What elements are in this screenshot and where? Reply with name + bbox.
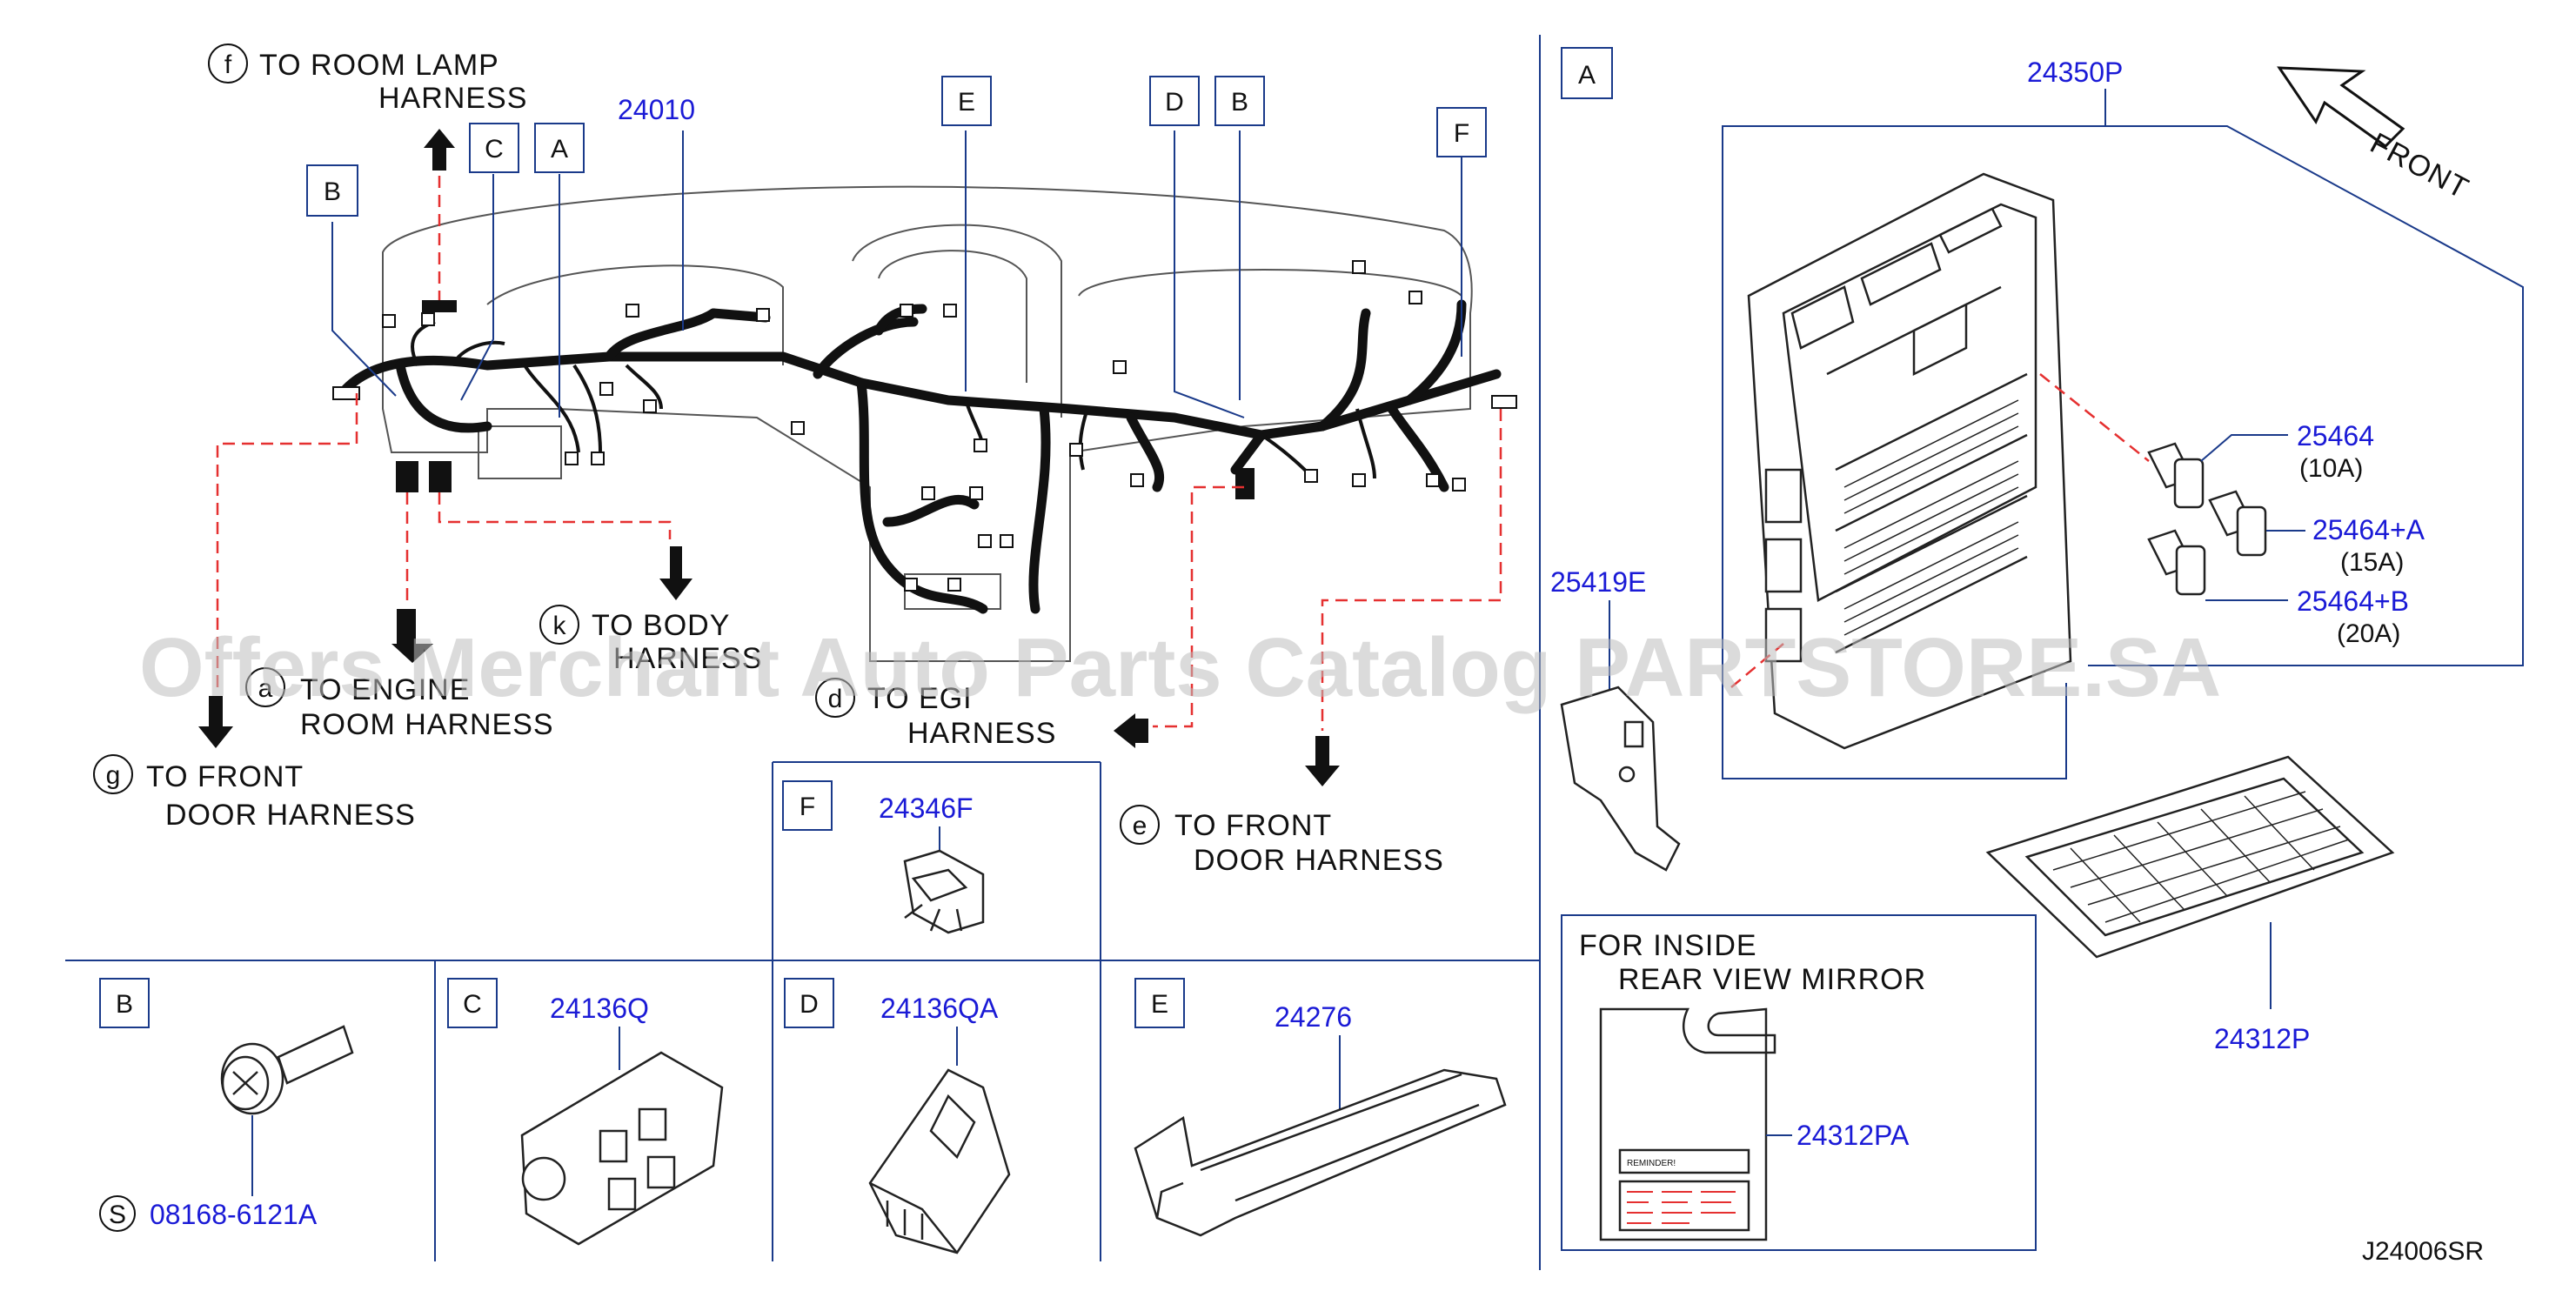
leader-25464 [2200, 434, 2288, 462]
fuse-block-illustration [1747, 172, 2072, 750]
part-08168-label[interactable]: 08168-6121A [150, 1199, 318, 1230]
ref-g-line2: DOOR HARNESS [165, 799, 416, 832]
front-arrow-icon [2277, 66, 2405, 148]
clip-24136Q-illustration [520, 1051, 724, 1246]
panel-e-box [1134, 978, 1185, 1028]
view-box-d-main[interactable]: D [1165, 88, 1184, 117]
harness-ref-d: d TO EGI HARNESS [815, 678, 1056, 750]
view-box-c-main[interactable]: C [485, 135, 504, 164]
panel-b-letter[interactable]: B [116, 990, 133, 1019]
part-24136Q-label[interactable]: 24136Q [550, 993, 649, 1024]
view-box-b-main[interactable]: B [324, 177, 341, 206]
harness-ref-f: f TO ROOM LAMP HARNESS [208, 43, 527, 115]
reminder-text: REMINDER! [1627, 1159, 1676, 1168]
part-24276-label[interactable]: 24276 [1275, 1001, 1352, 1033]
ref-e-line2: DOOR HARNESS [1194, 844, 1444, 877]
ref-letter-a: a [258, 674, 273, 703]
ref-f-line2: HARNESS [378, 82, 527, 115]
part-25419E-label[interactable]: 25419E [1550, 566, 1646, 598]
part-24346F-label[interactable]: 24346F [879, 793, 974, 824]
front-label: FRONT [2365, 127, 2474, 206]
fuse-block-slots [1843, 399, 2019, 636]
bracket-24276-illustration [1134, 1068, 1507, 1237]
mirror-note-line1: FOR INSIDE [1579, 929, 1757, 962]
ref-a-line1: TO ENGINE [300, 673, 470, 706]
harness-clamps [396, 300, 1255, 499]
panel-a-box [1561, 47, 1613, 99]
ref-g-line1: TO FRONT [146, 760, 304, 793]
view-box-b2-main[interactable]: B [1231, 88, 1248, 117]
part-25464B-amperage: (20A) [2337, 619, 2400, 648]
panel-d-letter[interactable]: D [800, 990, 819, 1019]
panel-c-letter[interactable]: C [463, 990, 482, 1019]
fuse-leader-red [2039, 373, 2150, 462]
wire-harness [338, 299, 1502, 614]
part-25464B-label[interactable]: 25464+B [2297, 585, 2409, 617]
part-25464-amperage: (10A) [2299, 454, 2363, 483]
screw-symbol-s: S [109, 1201, 126, 1229]
panel-dividers [65, 35, 1541, 1270]
red-leader-lines [216, 157, 1502, 731]
ref-letter-k: k [553, 612, 567, 640]
connectors [332, 260, 1517, 592]
mirror-note-frame [1561, 914, 2037, 1251]
part-24312PA-label[interactable]: 24312PA [1797, 1120, 1910, 1151]
part-24350P-label[interactable]: 24350P [2027, 57, 2123, 88]
part-25464A-amperage: (15A) [2340, 548, 2404, 577]
ref-letter-g: g [106, 761, 121, 790]
hang-tag-print-lines [1627, 1191, 1736, 1224]
ref-f-line1: TO ROOM LAMP [259, 49, 499, 82]
ref-k-line1: TO BODY [592, 609, 730, 642]
panel-d-box [784, 978, 834, 1028]
harness-ref-a: a TO ENGINE ROOM HARNESS [245, 667, 554, 741]
harness-ref-k: k TO BODY HARNESS [539, 605, 762, 675]
ref-letter-d: d [828, 685, 843, 713]
diagram-code: J24006SR [2362, 1237, 2484, 1266]
mirror-note-line2: REAR VIEW MIRROR [1618, 963, 1926, 996]
wire-branches [411, 320, 1376, 480]
panel-a-letter[interactable]: A [1578, 61, 1596, 90]
view-box-f-main[interactable]: F [1454, 119, 1469, 148]
view-box-e-main[interactable]: E [958, 88, 975, 117]
panel-c-box [447, 978, 498, 1028]
panel-f-letter[interactable]: F [800, 793, 815, 821]
ref-e-line1: TO FRONT [1174, 809, 1332, 842]
fuse-block-callout-frame [1722, 89, 2106, 779]
panel-f-box [782, 780, 833, 831]
view-letter-boxes [306, 76, 1487, 217]
fuse-block-callout-frame-2 [2088, 125, 2524, 666]
view-box-a-main[interactable]: A [551, 135, 568, 164]
clip-24136QA-illustration [868, 1068, 1011, 1254]
ref-k-line2: HARNESS [613, 642, 762, 675]
ref-letter-f: f [224, 50, 232, 79]
watermark-text: Offers Merchant Auto Parts Catalog PARTS… [139, 621, 2221, 714]
harness-ref-e: e TO FRONT DOOR HARNESS [1120, 805, 1444, 877]
blue-leader-lines [331, 130, 1462, 418]
part-24136QA-label[interactable]: 24136QA [880, 993, 999, 1024]
part-25464A-label[interactable]: 25464+A [2312, 514, 2425, 545]
panel-e-letter[interactable]: E [1151, 990, 1168, 1019]
ref-d-line1: TO EGI [867, 682, 973, 715]
bracket-illustration [1560, 686, 1681, 872]
hang-tag-illustration [1599, 1007, 1776, 1241]
harness-ref-g: g TO FRONT DOOR HARNESS [93, 754, 416, 832]
bracket-leader-red [1730, 643, 1784, 688]
bolt-illustration [220, 1025, 354, 1115]
panel-b-box [99, 978, 150, 1028]
direction-arrows [198, 129, 1340, 786]
clip-24346F-illustration [903, 849, 985, 934]
part-24010-label[interactable]: 24010 [618, 94, 695, 125]
relay-tray-grid [2052, 791, 2350, 923]
fuse-illustrations [2147, 442, 2267, 596]
part-24312P-label[interactable]: 24312P [2214, 1023, 2310, 1054]
ref-a-line2: ROOM HARNESS [300, 708, 554, 741]
part-25464-label[interactable]: 25464 [2297, 420, 2374, 452]
ref-letter-e: e [1133, 812, 1147, 840]
screw-symbol-circle [99, 1195, 136, 1232]
ref-d-line2: HARNESS [907, 717, 1056, 750]
